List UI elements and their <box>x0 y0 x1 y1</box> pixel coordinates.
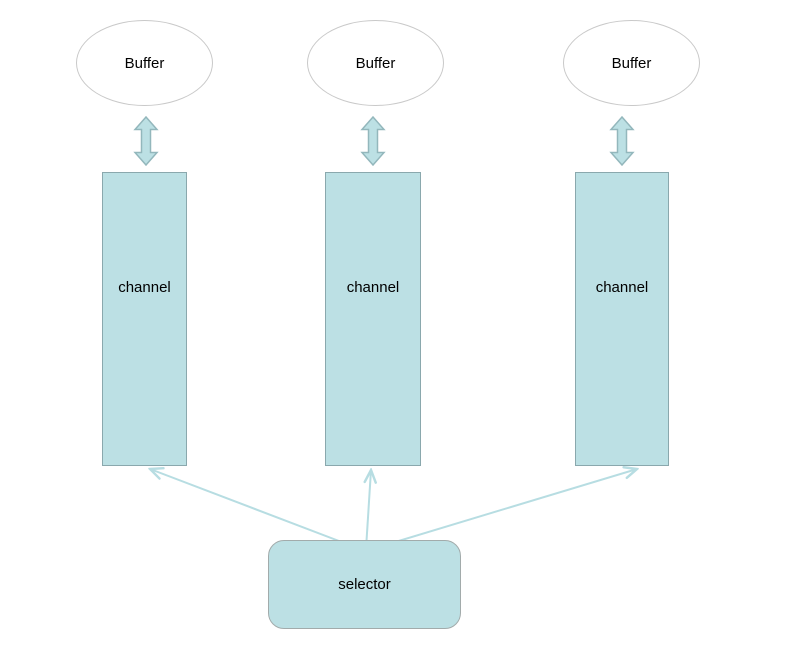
double-arrow-icon <box>133 116 159 166</box>
channel-node-3: channel <box>575 172 669 466</box>
buffer-label: Buffer <box>124 54 165 72</box>
selector-label: selector <box>338 576 391 593</box>
buffer-node-3: Buffer <box>563 20 700 106</box>
channel-node-2: channel <box>325 172 421 466</box>
double-arrow-icon <box>360 116 386 166</box>
buffer-node-1: Buffer <box>76 20 213 106</box>
double-arrow-icon <box>609 116 635 166</box>
selector-node: selector <box>268 540 461 629</box>
channel-label: channel <box>346 279 400 296</box>
channel-label: channel <box>118 279 171 296</box>
arrow-selector-to-channel-3 <box>371 469 637 550</box>
arrow-selector-to-channel-2 <box>366 470 371 550</box>
arrow-selector-to-channel-1 <box>150 469 361 550</box>
buffer-label: Buffer <box>611 54 652 72</box>
buffer-node-2: Buffer <box>307 20 444 106</box>
channel-label: channel <box>595 279 649 296</box>
channel-node-1: channel <box>102 172 187 466</box>
buffer-label: Buffer <box>355 54 396 72</box>
